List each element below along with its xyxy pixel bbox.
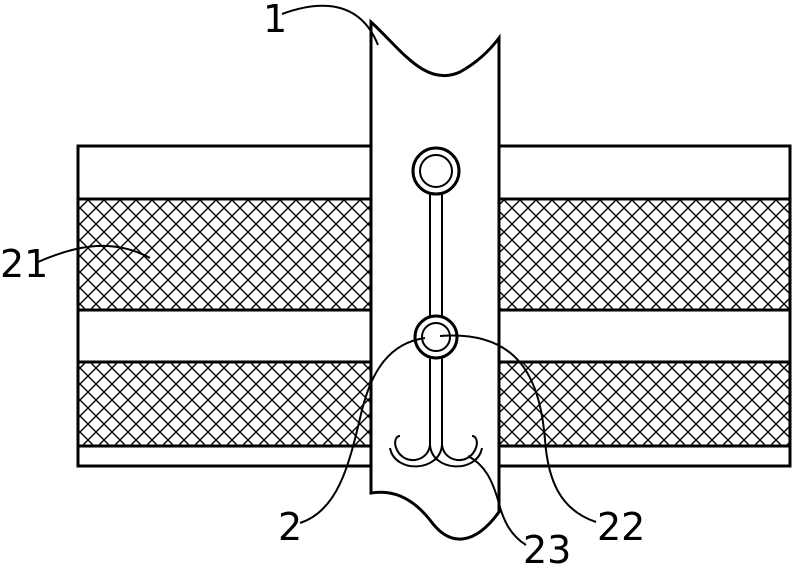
label-hook: 2 bbox=[278, 505, 302, 549]
right-bottom-mesh-layer bbox=[497, 360, 792, 448]
label-hook-end: 23 bbox=[523, 528, 571, 567]
left-hook-curve bbox=[394, 435, 431, 461]
label-mesh: 21 bbox=[0, 242, 48, 286]
right-hook-curve-inner bbox=[429, 444, 483, 468]
left-hook-curve-inner bbox=[389, 444, 443, 468]
vertical-strip bbox=[369, 18, 501, 541]
top-ring-inner bbox=[419, 154, 453, 188]
label-strip: 1 bbox=[263, 0, 287, 41]
right-top-mesh-layer bbox=[497, 197, 792, 312]
left-bottom-mesh-layer bbox=[76, 360, 373, 448]
middle-ring bbox=[413, 314, 459, 360]
label-ring: 22 bbox=[597, 505, 645, 549]
leader-line-mesh bbox=[37, 244, 151, 263]
right-panel bbox=[497, 144, 792, 468]
leader-line-hook-end bbox=[467, 455, 527, 546]
middle-ring-inner bbox=[421, 322, 451, 352]
leader-line-hook bbox=[299, 337, 426, 524]
leader-line-ring bbox=[439, 334, 597, 523]
left-panel bbox=[76, 144, 373, 468]
top-ring bbox=[411, 146, 461, 196]
left-top-mesh-layer bbox=[76, 197, 373, 312]
right-hook-curve bbox=[441, 435, 478, 461]
leader-line-strip bbox=[281, 4, 379, 46]
hook-element bbox=[389, 146, 483, 468]
